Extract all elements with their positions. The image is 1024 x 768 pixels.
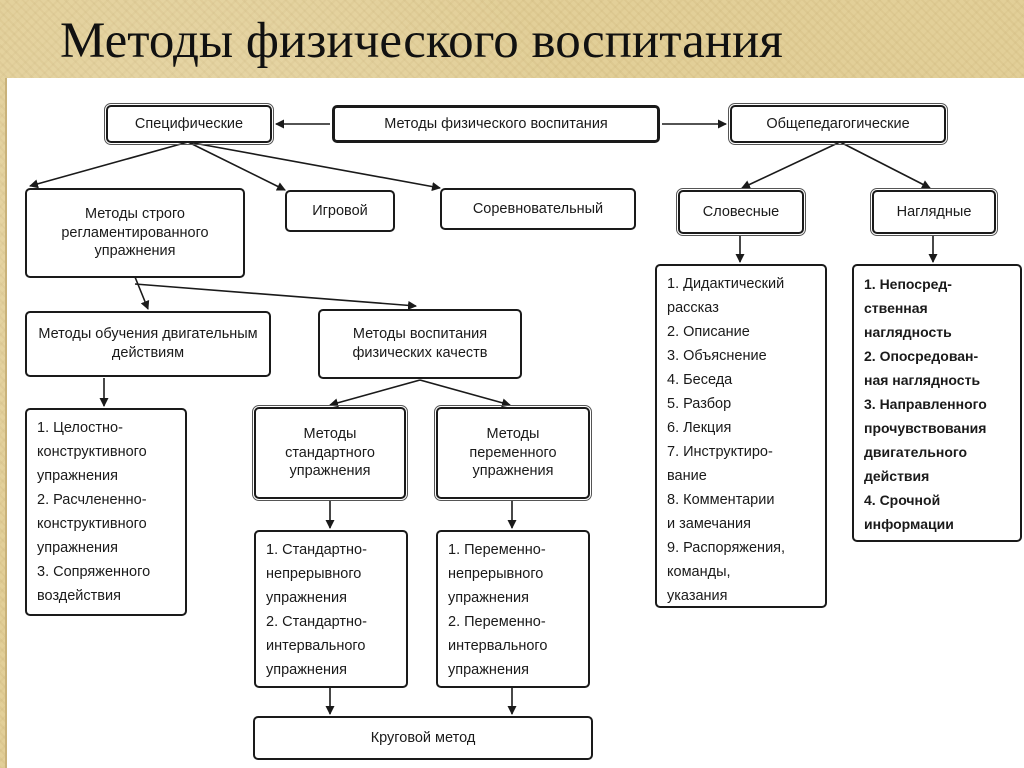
list-line: 1. Целостно- xyxy=(37,420,123,436)
node-visual: Наглядные xyxy=(870,188,998,236)
list-line: 1. Стандартно- xyxy=(266,542,367,558)
node-root: Методы физического воспитания xyxy=(332,105,660,143)
list-line: упражнения xyxy=(448,662,529,678)
list-line: упражнения xyxy=(37,540,118,556)
list-line: 1. Непосред- xyxy=(864,276,952,292)
list-line: рассказ xyxy=(667,300,719,316)
list-line: 3. Сопряженного xyxy=(37,564,151,580)
list-line: указания xyxy=(667,588,728,604)
node-general: Общепедагогические xyxy=(728,103,948,145)
list-line: интервального xyxy=(266,638,366,654)
list-variable-exercise-methods: 1. Переменно-непрерывного упражнения 2. Пе… xyxy=(436,530,590,688)
list-line: ственная xyxy=(864,300,928,316)
list-line: действия xyxy=(864,468,930,484)
list-line: 5. Разбор xyxy=(667,396,732,412)
list-line: 4. Беседа xyxy=(667,372,733,388)
list-line: 2. Переменно- xyxy=(448,614,546,630)
list-line: 3. Направленного xyxy=(864,396,987,412)
list-line: конструктивного xyxy=(37,444,147,460)
page-title: Методы физического воспитания xyxy=(60,13,783,69)
list-line: информации xyxy=(864,516,954,532)
list-line: непрерывного xyxy=(266,566,362,582)
node-variable: Методы переменного упражнения xyxy=(434,405,592,501)
list-line: упражнения xyxy=(37,468,118,484)
list-line: непрерывного xyxy=(448,566,544,582)
list-line: 2. Стандартно- xyxy=(266,614,367,630)
list-line: 2. Опосредован- xyxy=(864,348,979,364)
node-standard: Методы стандартного упражнения xyxy=(252,405,408,501)
list-visual-methods: 1. Непосред-ственная наглядность 2. Опосре… xyxy=(852,264,1022,542)
list-line: 3. Объяснение xyxy=(667,348,767,364)
node-strict: Методы строго регламентированного упражн… xyxy=(25,188,245,278)
list-line: 6. Лекция xyxy=(667,420,732,436)
list-line: 8. Комментарии xyxy=(667,492,775,508)
list-line: упражнения xyxy=(266,662,347,678)
list-line: 2. Расчлененно- xyxy=(37,492,147,508)
list-line: упражнения xyxy=(266,590,347,606)
node-game: Игровой xyxy=(285,190,395,232)
list-line: 9. Распоряжения, xyxy=(667,540,786,556)
list-line: и замечания xyxy=(667,516,751,532)
list-verbal-methods: 1. Дидактический рассказ 2. Описание 3. Объ… xyxy=(655,264,827,608)
list-line: 1. Дидактический xyxy=(667,276,785,292)
node-motor-learning: Методы обучения двигательным действиям xyxy=(25,311,271,377)
list-line: прочувствования xyxy=(864,420,987,436)
list-line: 1. Переменно- xyxy=(448,542,546,558)
list-line: упражнения xyxy=(448,590,529,606)
list-line: 2. Описание xyxy=(667,324,750,340)
list-line: наглядность xyxy=(864,324,952,340)
node-competitive: Соревновательный xyxy=(440,188,636,230)
node-circuit: Круговой метод xyxy=(253,716,593,760)
list-line: вание xyxy=(667,468,707,484)
list-line: конструктивного xyxy=(37,516,147,532)
list-line: 7. Инструктиро- xyxy=(667,444,773,460)
list-motor-learning-methods: 1. Целостно-конструктивного упражнения 2. … xyxy=(25,408,187,616)
list-line: двигательного xyxy=(864,444,968,460)
list-line: команды, xyxy=(667,564,731,580)
list-standard-exercise-methods: 1. Стандартно-непрерывного упражнения 2. С… xyxy=(254,530,408,688)
list-line: 4. Срочной xyxy=(864,492,941,508)
node-verbal: Словесные xyxy=(676,188,806,236)
list-line: ная наглядность xyxy=(864,372,981,388)
list-line: воздействия xyxy=(37,588,121,604)
list-line: интервального xyxy=(448,638,548,654)
node-specific: Специфические xyxy=(104,103,274,145)
node-qualities: Методы воспитания физических качеств xyxy=(318,309,522,379)
